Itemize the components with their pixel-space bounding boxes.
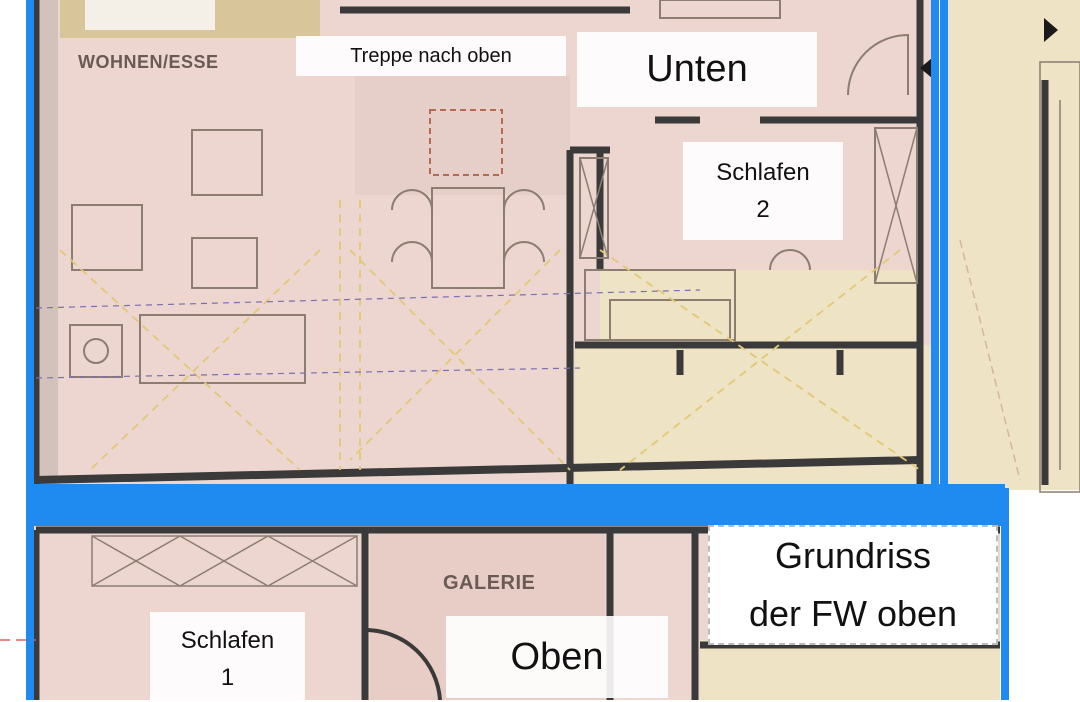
label-schlafen-2: Schlafen 2 [683, 142, 843, 240]
label-grundriss: Grundriss der FW oben [708, 525, 998, 645]
cabinets [91, 127, 918, 587]
lower-right-cream [700, 640, 1000, 700]
right-strip-details [959, 61, 1080, 493]
label-schlafen-2-line1: Schlafen [716, 158, 810, 186]
blue-band [30, 488, 1005, 522]
label-treppe: Treppe nach oben [296, 36, 566, 76]
label-oben: Oben [446, 616, 668, 698]
label-schlafen-1-line1: Schlafen [180, 627, 275, 654]
label-grundriss-line1: Grundriss [774, 535, 932, 577]
label-schlafen-2-line2: 2 [756, 196, 770, 223]
exterior-wall-bottom [35, 456, 921, 484]
label-unten: Unten [577, 32, 817, 107]
staircase-area [355, 75, 570, 195]
label-schlafen-1-line2: 1 [220, 664, 235, 692]
photo-fragment-light [85, 0, 215, 30]
walls-upper [32, 0, 1049, 485]
arrow-left-icon [920, 58, 932, 78]
dashed-lines-blue [35, 289, 701, 379]
cream-area-schlafen2 [600, 270, 920, 345]
door-arc-lower [364, 627, 442, 700]
room-label-wohnen: WOHNEN/ESSE [78, 52, 219, 72]
arrow-right-icon [1044, 18, 1058, 42]
label-grundriss-line2: der FW oben [748, 593, 958, 634]
label-schlafen-1: Schlafen 1 [150, 612, 305, 702]
dashed-lines-yellow [59, 200, 921, 471]
right-strip-background [945, 0, 1080, 490]
room-label-galerie: GALERIE [443, 572, 536, 594]
